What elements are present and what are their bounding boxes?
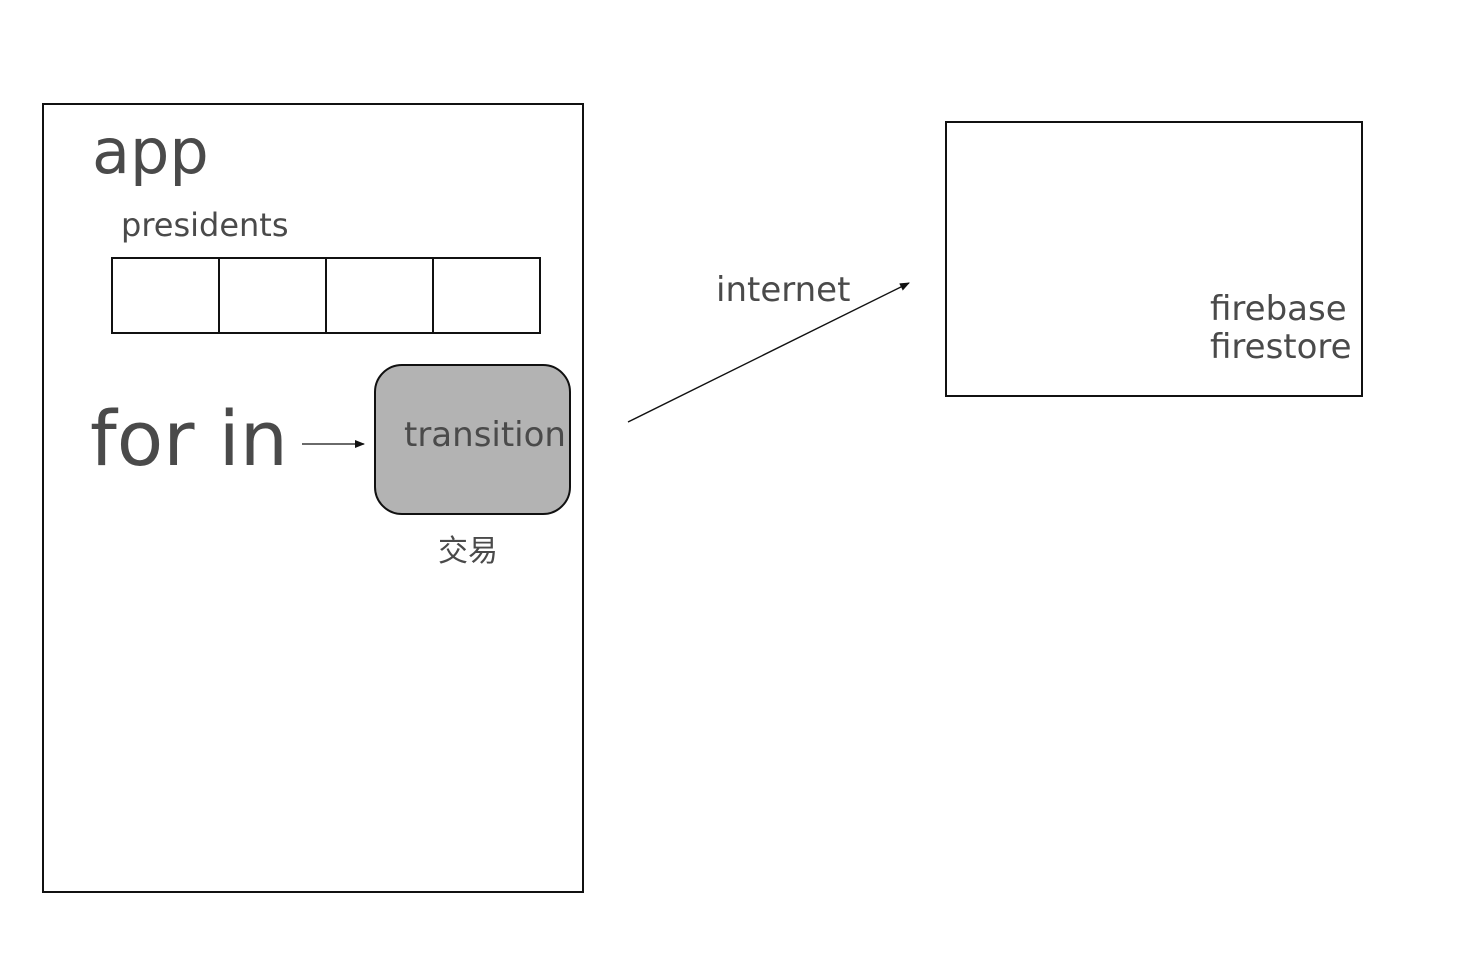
array-row bbox=[111, 257, 541, 334]
transaction-box bbox=[374, 364, 571, 515]
internet-label: internet bbox=[716, 270, 851, 310]
loop-label: for in bbox=[90, 394, 288, 483]
backend-frame bbox=[945, 121, 1363, 397]
array-label: presidents bbox=[121, 206, 289, 244]
array-cell bbox=[111, 257, 220, 334]
backend-label-line2: firestore bbox=[1210, 327, 1352, 367]
array-cell bbox=[325, 257, 434, 334]
transaction-caption: 交易 bbox=[438, 534, 498, 569]
array-cell bbox=[432, 257, 541, 334]
app-title: app bbox=[92, 115, 209, 188]
array-cell bbox=[218, 257, 327, 334]
transaction-label: transition bbox=[404, 415, 566, 455]
backend-label-line1: firebase bbox=[1210, 289, 1347, 329]
